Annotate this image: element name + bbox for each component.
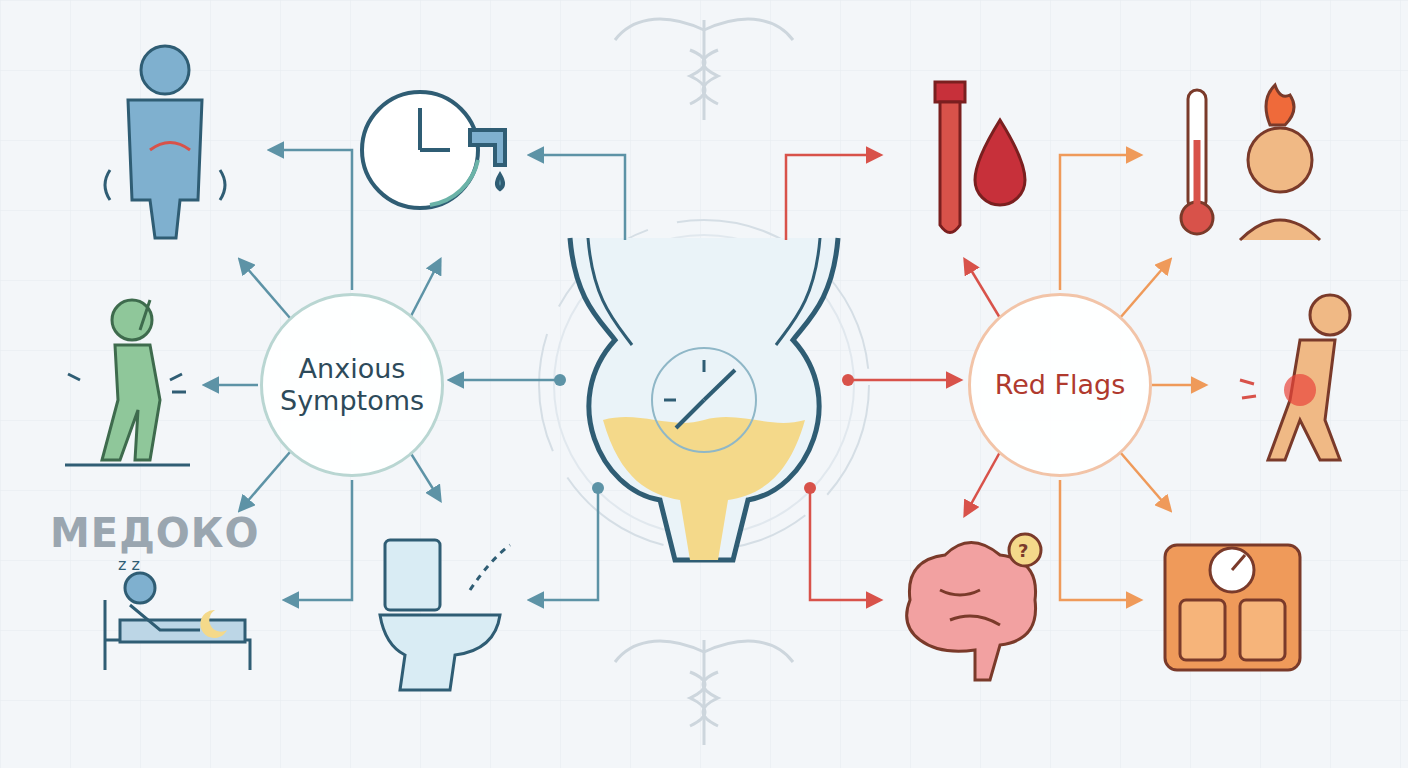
- back-pain-icon: [65, 300, 190, 465]
- category-circle: Red Flags: [968, 293, 1152, 477]
- watermark: МЕДОКО: [50, 510, 259, 556]
- toilet-icon: [380, 540, 510, 690]
- blood-test-icon: [935, 82, 1025, 233]
- brain-icon: ?: [907, 534, 1041, 680]
- stomach-pain-icon: [105, 46, 225, 238]
- clock-faucet-icon: [362, 92, 505, 208]
- sleepless-icon: z z: [105, 555, 250, 670]
- svg-text:?: ?: [1018, 540, 1028, 561]
- bladder: [539, 220, 869, 560]
- category-circle: Anxious Symptoms: [260, 293, 444, 477]
- circle-label: Anxious Symptoms: [280, 353, 424, 418]
- circle-label: Red Flags: [995, 369, 1126, 401]
- fever-icon: [1181, 85, 1320, 240]
- flank-pain-icon: [1240, 295, 1350, 460]
- svg-text:z z: z z: [118, 555, 140, 574]
- scale-icon: [1165, 545, 1300, 670]
